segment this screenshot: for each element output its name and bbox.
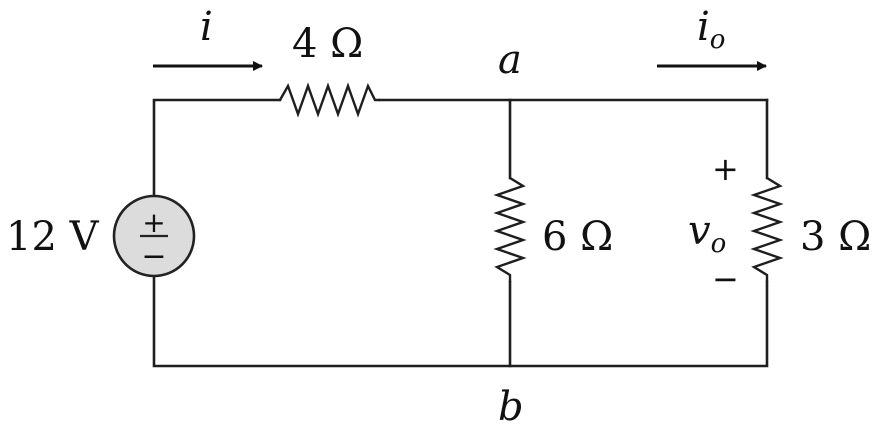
resistor-6ohm bbox=[493, 176, 527, 282]
current-io-main: i bbox=[697, 4, 710, 50]
source-value-label: 12 V bbox=[6, 214, 100, 260]
voltage-minus-sign: − bbox=[712, 260, 739, 298]
resistor-6ohm-label: 6 Ω bbox=[542, 214, 613, 260]
node-a-label: a bbox=[498, 37, 522, 83]
resistor-3ohm-label: 3 Ω bbox=[800, 214, 871, 260]
source-plus-sign: + bbox=[142, 206, 165, 239]
wire-right-lower bbox=[152, 274, 769, 368]
voltage-vo-subscript: o bbox=[711, 229, 727, 259]
voltage-source: + − bbox=[112, 194, 196, 278]
source-minus-sign: − bbox=[141, 239, 166, 274]
wires bbox=[152, 98, 769, 368]
resistor-4ohm-label: 4 Ω bbox=[292, 21, 363, 67]
current-io-subscript: o bbox=[710, 25, 726, 55]
voltage-vo-main: v bbox=[688, 208, 711, 254]
resistor-3ohm bbox=[750, 176, 784, 282]
node-b-label: b bbox=[498, 384, 524, 429]
voltage-vo-label: vo bbox=[688, 208, 726, 259]
current-io-label: io bbox=[697, 4, 725, 55]
voltage-plus-sign: + bbox=[712, 150, 739, 188]
current-i-label: i bbox=[200, 4, 213, 50]
resistor-4ohm bbox=[278, 82, 380, 118]
wire-left-upper bbox=[152, 98, 282, 199]
